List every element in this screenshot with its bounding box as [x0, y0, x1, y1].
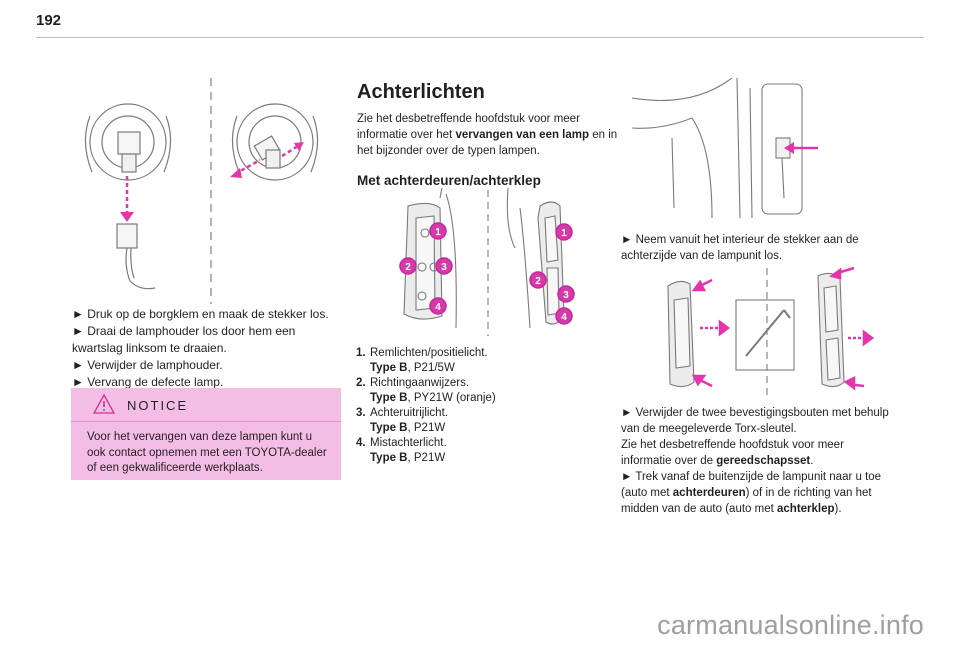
- legend-item: 1. Remlichten/positielicht.Type B, P21/5…: [356, 347, 488, 374]
- legend-item: 3. Achteruitrijlicht.Type B, P21W: [356, 407, 448, 434]
- fog-lamp-illustration: [84, 78, 319, 304]
- callout-4: 4: [561, 312, 567, 323]
- notice-header: NOTICE: [71, 388, 341, 422]
- step-3: ► Verwijder de lamphouder.: [72, 358, 223, 372]
- header-rule: [36, 37, 924, 38]
- watermark: carmanualsonline.info: [657, 610, 924, 640]
- callout-3: 3: [563, 290, 569, 301]
- lamp-unit-removal-illustration: [667, 266, 875, 398]
- right-step-3: ► Trek vanaf de buitenzijde de lampunit …: [621, 471, 882, 515]
- step-2: ► Draai de lamphouder los door hem een k…: [72, 324, 296, 355]
- callout-4: 4: [435, 302, 441, 313]
- connector-illustration: [632, 78, 818, 218]
- step-4: ► Vervang de defecte lamp.: [72, 375, 224, 389]
- legend-item: 2. Richtingaanwijzers.Type B, PY21W (ora…: [356, 377, 496, 404]
- callout-1: 1: [435, 227, 441, 238]
- lamp-legend: 1. Remlichten/positielicht.Type B, P21/5…: [356, 346, 496, 466]
- page-number: 192: [36, 12, 62, 29]
- middle-column: Achterlichten Zie het desbetreffende hoo…: [357, 81, 619, 189]
- notice-divider: [71, 421, 341, 422]
- intro-paragraph: Zie het desbetreffende hoofdstuk voor me…: [357, 113, 618, 157]
- legend-item: 4. Mistachterlicht.Type B, P21W: [356, 437, 447, 464]
- notice-box: NOTICE Voor het vervangen van deze lampe…: [71, 388, 341, 480]
- notice-text: Voor het vervangen van deze lampen kunt …: [87, 431, 327, 474]
- rear-lamp-diagram: 1 2 3 4 1 2 3 4: [399, 188, 575, 336]
- right-text: ► Verwijder de twee bevestigingsbouten m…: [621, 405, 893, 517]
- left-steps: ► Druk op de borgklem en maak de stekker…: [72, 306, 342, 391]
- intro-bold: vervangen van een lamp: [455, 129, 590, 141]
- right-step-1: ► Neem vanuit het interieur de stekker a…: [621, 234, 859, 262]
- callout-2: 2: [535, 276, 541, 287]
- callout-1: 1: [561, 228, 567, 239]
- section-heading: Achterlichten: [357, 81, 485, 103]
- notice-title: NOTICE: [127, 398, 189, 413]
- right-step-2: ► Verwijder de twee bevestigingsbouten m…: [621, 407, 889, 435]
- callout-2: 2: [405, 262, 411, 273]
- warning-icon: [93, 394, 115, 414]
- toolkit-bold: gereedschapsset: [716, 455, 811, 467]
- toolkit-reference: Zie het desbetreffende hoofdstuk voor me…: [621, 439, 844, 467]
- step-1: ► Druk op de borgklem en maak de stekker…: [72, 307, 329, 321]
- subsection-heading: Met achterdeuren/achterklep: [357, 173, 541, 188]
- callout-3: 3: [441, 262, 447, 273]
